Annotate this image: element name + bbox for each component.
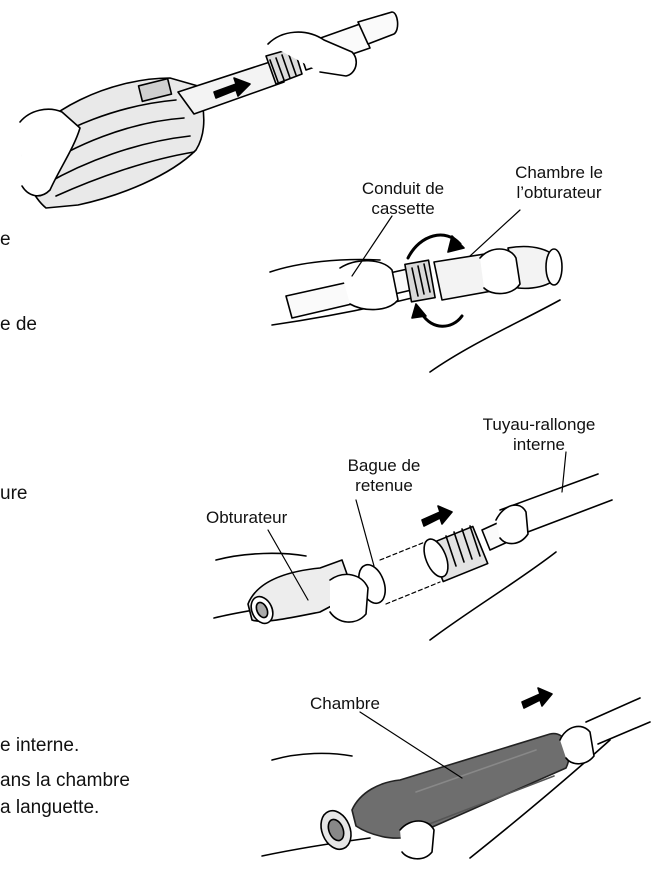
figure-1-cleaner-assembly (20, 12, 398, 208)
label-bague-retenue: Bague de retenue (329, 456, 439, 496)
figure-2-twist-conduit (270, 210, 562, 372)
label-chambre-obturateur: Chambre le l’obturateur (494, 163, 624, 203)
label-chambre: Chambre (310, 694, 410, 714)
label-tuyau-rallonge: Tuyau-rallonge interne (464, 415, 614, 455)
label-obturateur: Obturateur (206, 508, 316, 528)
label-conduit-cassette: Conduit de cassette (343, 179, 463, 219)
